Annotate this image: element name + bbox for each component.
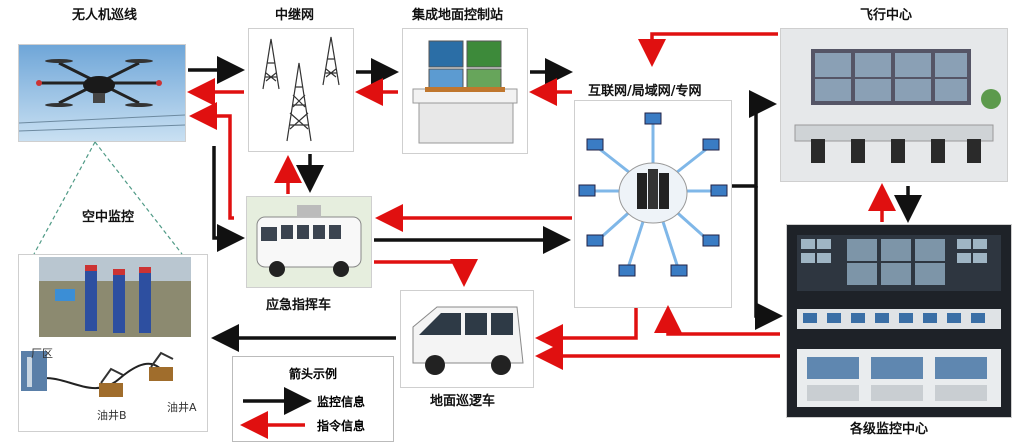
aerial-monitor-panel: 厂区 油井B 油井A: [18, 254, 208, 432]
arrow-legend: 箭头示例 监控信息 指令信息: [232, 356, 394, 442]
legend-command-label: 指令信息: [317, 419, 366, 433]
arrow-monitor-net: [654, 305, 780, 336]
aerial-monitor-label: 空中监控: [82, 210, 135, 225]
arrow-flight-net: [638, 32, 778, 67]
monitor-center-label: 各级监控中心: [850, 422, 929, 437]
tower-icon: [262, 36, 340, 142]
flight-center-label: 飞行中心: [860, 8, 913, 23]
command-vehicle-photo: [246, 196, 372, 288]
internet-label: 互联网/局域网/专网: [588, 84, 702, 99]
monitor-center-photo: [786, 224, 1012, 418]
drone-illustration: [19, 45, 185, 141]
patrol-vehicle-label: 地面巡逻车: [430, 394, 496, 409]
arrow-net-flight: [732, 90, 777, 188]
patrol-vehicle-photo: [400, 290, 534, 388]
well-a-label: 油井A: [167, 401, 197, 414]
well-b-label: 油井B: [97, 409, 127, 422]
factory-label: 厂区: [31, 347, 53, 360]
server-network-icon: [578, 112, 728, 277]
arrow-net-monitor: [754, 186, 783, 330]
arrow-command-drone: [189, 102, 234, 220]
relay-network-label: 中继网: [275, 8, 315, 23]
arrow-drone-command: [212, 146, 245, 252]
control-room-icon: [781, 29, 1007, 181]
monitor-wall-icon: [787, 225, 1011, 417]
arrow-command-patrol: [374, 259, 478, 287]
ground-control-photo: [402, 28, 528, 154]
drone-photo: [18, 44, 186, 142]
ground-control-label: 集成地面控制站: [412, 8, 504, 23]
legend-title: 箭头示例: [288, 367, 337, 381]
legend-arrows: [240, 387, 312, 439]
dashed-line-right: [94, 141, 183, 255]
drone-patrol-label: 无人机巡线: [72, 8, 138, 23]
flight-center-photo: [780, 28, 1008, 182]
patrol-van-icon: [412, 306, 524, 375]
network-hub: [574, 100, 732, 308]
command-van-icon: [247, 197, 371, 287]
relay-towers: [248, 28, 354, 152]
command-vehicle-label: 应急指挥车: [266, 298, 332, 313]
arrow-net-patrol: [535, 308, 638, 352]
dashed-line-left: [33, 141, 96, 255]
oilfield-illustration: [21, 257, 191, 397]
console-icon: [412, 40, 518, 144]
legend-monitor-label: 监控信息: [317, 395, 366, 409]
